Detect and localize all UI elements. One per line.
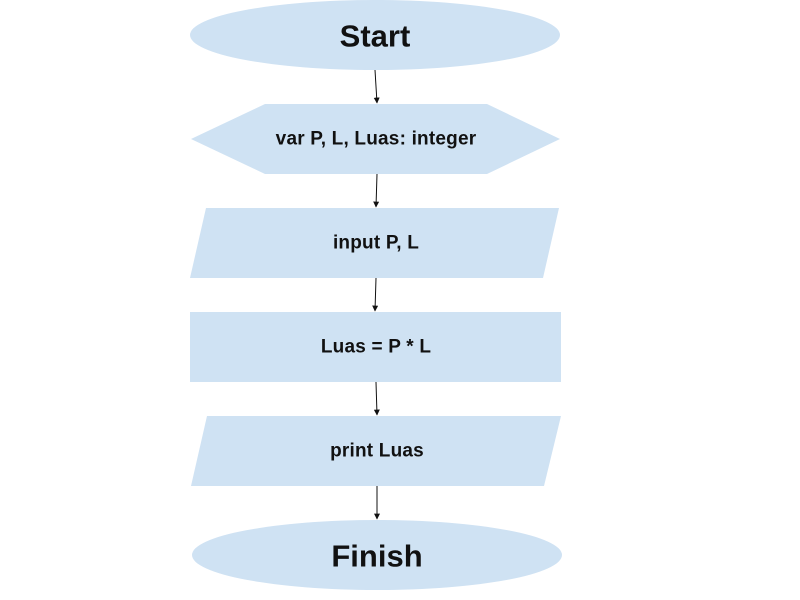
edge-input-to-process <box>372 277 379 312</box>
edge-declare-to-input <box>373 173 380 208</box>
input-node: input P, L <box>190 208 559 278</box>
process-node: Luas = P * L <box>190 312 561 382</box>
process-rectangle-shape <box>190 312 561 382</box>
finish-terminator-shape <box>192 520 562 590</box>
input-parallelogram-shape <box>190 208 559 278</box>
output-parallelogram-shape <box>191 416 561 486</box>
start-node: Start <box>190 0 560 70</box>
declare-node: var P, L, Luas: integer <box>191 104 560 174</box>
finish-node: Finish <box>192 520 562 590</box>
preparation-hexagon-shape <box>191 104 560 174</box>
output-label: print Luas <box>330 441 424 462</box>
finish-label: Finish <box>331 539 422 574</box>
declare-label: var P, L, Luas: integer <box>276 129 477 150</box>
edge-process-to-output <box>373 381 380 416</box>
process-label: Luas = P * L <box>321 337 431 358</box>
edge-start-to-declare <box>373 69 380 104</box>
start-terminator-shape <box>190 0 560 70</box>
output-node: print Luas <box>191 416 561 486</box>
start-label: Start <box>340 19 411 54</box>
input-label: input P, L <box>333 233 419 254</box>
